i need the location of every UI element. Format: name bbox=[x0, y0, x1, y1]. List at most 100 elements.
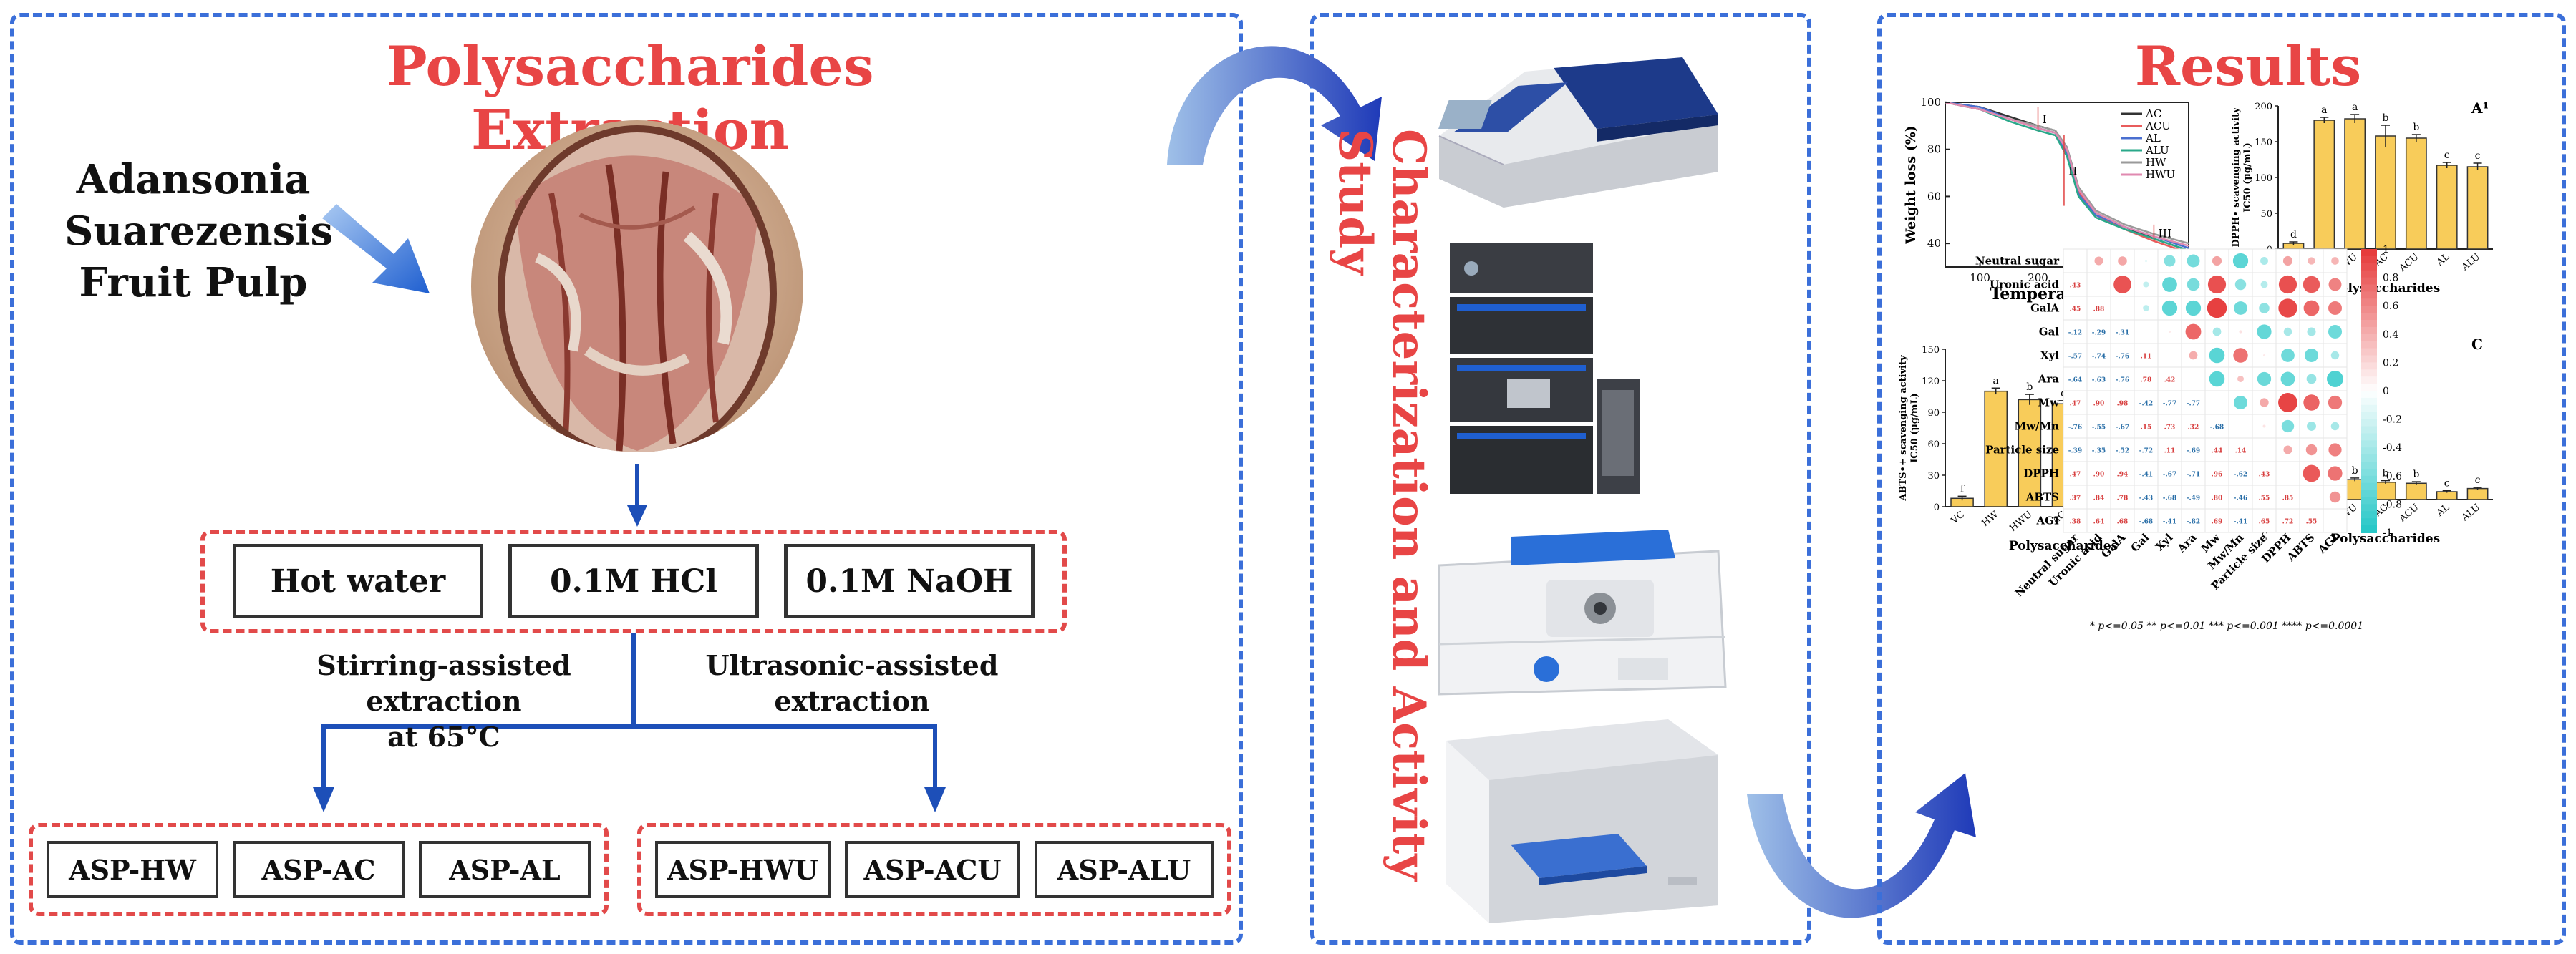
heatmap-cell bbox=[2086, 319, 2111, 344]
heatmap-circle bbox=[2143, 305, 2149, 311]
colorbar-segment bbox=[2361, 454, 2377, 462]
heatmap-circle bbox=[2303, 464, 2320, 482]
heatmap-circle bbox=[2281, 419, 2295, 433]
heatmap-value: -.55 bbox=[2092, 424, 2106, 432]
heatmap-row-label: Mw bbox=[2038, 396, 2060, 409]
heatmap-value: -.68 bbox=[2139, 519, 2153, 526]
heatmap-circle bbox=[2303, 300, 2320, 316]
colorbar-tick-label: 0.6 bbox=[2383, 301, 2398, 312]
heatmap-value: .78 bbox=[2141, 377, 2152, 384]
colorbar-segment bbox=[2361, 255, 2377, 264]
agi-x-tick-label: ALU bbox=[2459, 502, 2482, 524]
heatmap-value: .45 bbox=[2070, 306, 2081, 313]
heatmap-value: .14 bbox=[2235, 448, 2247, 455]
heatmap-cell bbox=[2299, 485, 2324, 510]
heatmap-value: .11 bbox=[2141, 354, 2152, 361]
tga-y-tick-label: 100 bbox=[1920, 96, 1941, 109]
dpph-y-tick-label: 100 bbox=[2255, 173, 2272, 184]
colorbar-segment bbox=[2361, 433, 2377, 442]
dpph-x-axis-label: Polysaccharides bbox=[2331, 281, 2440, 296]
product-asp-hwu: ASP-HWU bbox=[655, 841, 831, 898]
heatmap-cell bbox=[2204, 461, 2229, 486]
colorbar-segment bbox=[2361, 326, 2377, 335]
heatmap-cell bbox=[2134, 437, 2159, 462]
characterization-panel bbox=[1310, 13, 1811, 945]
heatmap-circle bbox=[2094, 256, 2103, 266]
heatmap-value: .78 bbox=[2117, 495, 2129, 502]
heatmap-value: .44 bbox=[2212, 448, 2223, 455]
heatmap-circle bbox=[2307, 422, 2316, 431]
tga-stage-label: I bbox=[2043, 112, 2047, 126]
heatmap-row-label: Xyl bbox=[2040, 349, 2059, 362]
heatmap-cell bbox=[2323, 485, 2348, 510]
colorbar-segment bbox=[2361, 404, 2377, 413]
heatmap-col-label: Xyl bbox=[2153, 531, 2175, 553]
heatmap-circle bbox=[2161, 300, 2178, 316]
abts-x-tick-label: HWU bbox=[2008, 510, 2034, 534]
heatmap-circle bbox=[2209, 371, 2225, 387]
colorbar-segment bbox=[2361, 348, 2377, 356]
source-line-2: Suarezensis bbox=[64, 208, 334, 255]
heatmap-circle bbox=[2330, 422, 2340, 431]
curved-arrow-bottom-icon bbox=[1747, 773, 1976, 918]
tga-legend-label: ACU bbox=[2145, 120, 2171, 132]
colorbar-segment bbox=[2361, 384, 2377, 391]
heatmap-circle bbox=[2329, 491, 2341, 503]
agi-bar bbox=[2375, 482, 2396, 500]
heatmap-value: -.42 bbox=[2139, 401, 2153, 408]
heatmap-cell bbox=[2157, 485, 2182, 510]
abts-y-axis-label-2: IC50 (μg/mL) bbox=[1909, 393, 1920, 463]
colorbar-tick-label: 1 bbox=[2383, 244, 2389, 255]
abts-y-tick-label: 120 bbox=[1922, 376, 1940, 387]
heatmap-circle bbox=[2262, 424, 2266, 428]
heatmap-cell bbox=[2134, 390, 2159, 415]
extraction-panel bbox=[10, 13, 1243, 945]
heatmap-row-label: Particle size bbox=[1985, 444, 2059, 457]
heatmap-value: -.29 bbox=[2092, 330, 2106, 337]
heatmap-value: .43 bbox=[2070, 283, 2081, 290]
agi-bar bbox=[2466, 487, 2489, 500]
agi-bar bbox=[2405, 482, 2427, 500]
heatmap-value: .42 bbox=[2164, 377, 2176, 384]
heatmap-cell bbox=[2134, 508, 2159, 533]
heatmap-circle bbox=[2118, 256, 2127, 266]
heatmap-cell bbox=[2110, 343, 2135, 368]
dpph-sig-letter: a bbox=[2321, 104, 2327, 116]
heatmap-cell bbox=[2204, 508, 2229, 533]
heatmap-value: -.76 bbox=[2116, 354, 2129, 361]
dpph-sig-letter: b bbox=[2383, 112, 2389, 124]
dpph-x-tick-label: AL bbox=[2434, 251, 2451, 268]
abts-x-tick-label: VC bbox=[1949, 510, 1967, 527]
heatmap-cell bbox=[2110, 390, 2135, 415]
heatmap-value: .15 bbox=[2141, 424, 2152, 432]
heatmap-circle bbox=[2143, 281, 2149, 288]
heatmap-cell bbox=[2063, 508, 2088, 533]
tga-legend-label: ALU bbox=[2145, 144, 2169, 157]
abts-y-tick-label: 0 bbox=[1934, 502, 1940, 513]
heatmap-circle bbox=[2327, 371, 2343, 387]
heatmap-circle bbox=[2282, 255, 2293, 266]
heatmap-value: .90 bbox=[2093, 472, 2105, 479]
colorbar-tick-label: -0.6 bbox=[2383, 471, 2402, 482]
heatmap-cell bbox=[2157, 272, 2182, 297]
colorbar-segment bbox=[2361, 419, 2377, 427]
heatmap-value: -.77 bbox=[2163, 401, 2176, 408]
colorbar-segment bbox=[2361, 334, 2377, 342]
down-arrow-icon bbox=[627, 464, 647, 527]
heatmap-value: -.41 bbox=[2163, 519, 2176, 526]
source-arrow-icon bbox=[322, 204, 430, 293]
heatmap-value: -.52 bbox=[2116, 448, 2129, 455]
heatmap-circle bbox=[2189, 351, 2198, 360]
dpph-y-axis-label-2: IC50 (μg/mL) bbox=[2242, 142, 2253, 213]
heatmap-value: .43 bbox=[2259, 472, 2270, 479]
heatmap-cell bbox=[2110, 461, 2135, 486]
heatmap-value: -.39 bbox=[2068, 448, 2082, 455]
heatmap-circle bbox=[2306, 374, 2317, 384]
heatmap-circle bbox=[2262, 354, 2266, 357]
heatmap-value: -.67 bbox=[2163, 472, 2176, 479]
hplc-system-image bbox=[1450, 243, 1640, 494]
heatmap-row-label: Mw/Mn bbox=[2014, 420, 2059, 433]
heatmap-value: .47 bbox=[2070, 401, 2081, 408]
colorbar-segment bbox=[2361, 490, 2377, 498]
heatmap-cell bbox=[2275, 508, 2300, 533]
